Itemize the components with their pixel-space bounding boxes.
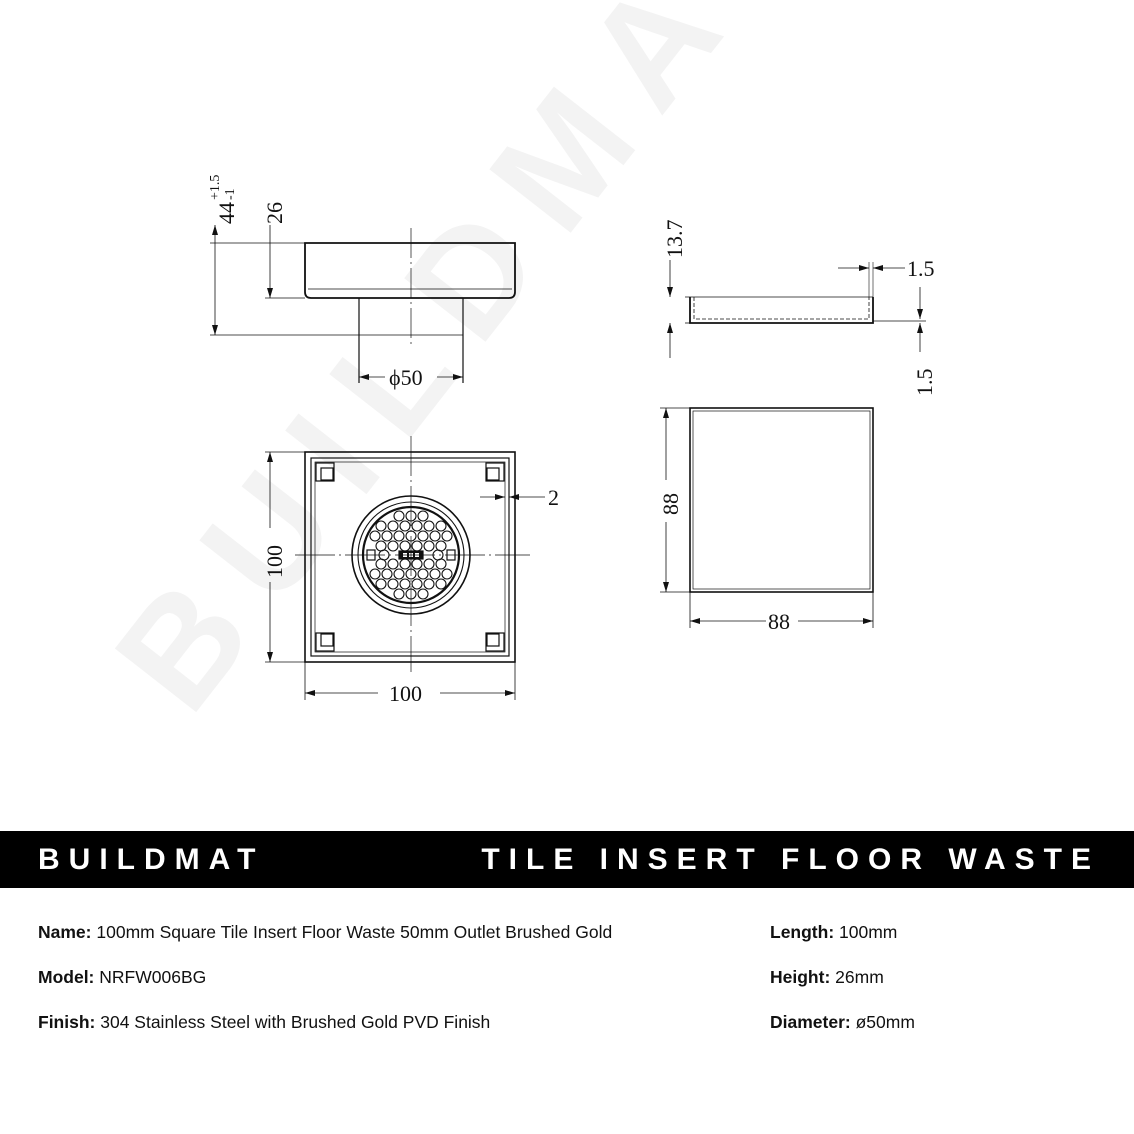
- svg-text:-1: -1: [223, 188, 238, 200]
- product-title: TILE INSERT FLOOR WASTE: [481, 843, 1100, 876]
- spec-label: Length:: [770, 922, 835, 942]
- spec-value: 26mm: [835, 967, 884, 987]
- svg-text:44: 44: [214, 202, 239, 224]
- technical-drawing: BUILDMAT: [83, 0, 937, 740]
- svg-text:+1.5: +1.5: [208, 175, 223, 200]
- spec-value: ø50mm: [855, 1012, 915, 1032]
- grate-holes: [369, 510, 453, 600]
- insert-plan-height-label: 88: [658, 493, 683, 515]
- top-view-gap-label: 2: [548, 485, 559, 510]
- side-view-body-height-label: 26: [262, 202, 287, 224]
- brand-name: BUILDMAT: [38, 843, 265, 876]
- spec-finish: Finish: 304 Stainless Steel with Brushed…: [38, 1012, 490, 1033]
- spec-value: 100mm: [839, 922, 898, 942]
- insert-wall-label: 1.5: [907, 256, 935, 281]
- spec-value: 304 Stainless Steel with Brushed Gold PV…: [100, 1012, 491, 1032]
- spec-label: Name:: [38, 922, 92, 942]
- spec-model: Model: NRFW006BG: [38, 967, 206, 988]
- top-view: [265, 436, 545, 700]
- spec-label: Height:: [770, 967, 831, 987]
- spec-label: Diameter:: [770, 1012, 851, 1032]
- spec-value: NRFW006BG: [99, 967, 207, 987]
- spec-label: Model:: [38, 967, 95, 987]
- outlet-diameter-label: ϕ50: [389, 365, 423, 390]
- watermark: BUILDMAT: [83, 0, 838, 740]
- spec-height: Height: 26mm: [770, 967, 884, 988]
- top-view-width-label: 100: [389, 681, 422, 706]
- insert-plan-width-label: 88: [768, 609, 790, 634]
- svg-text:BUILDMAT: BUILDMAT: [83, 0, 838, 740]
- spec-value: 100mm Square Tile Insert Floor Waste 50m…: [96, 922, 613, 942]
- insert-base-label: 1.5: [912, 369, 937, 397]
- title-banner: BUILDMAT TILE INSERT FLOOR WASTE: [0, 831, 1134, 888]
- spec-diameter: Diameter: ø50mm: [770, 1012, 915, 1033]
- top-view-height-label: 100: [262, 545, 287, 578]
- insert-section-view: [667, 260, 926, 358]
- side-view: [210, 225, 516, 383]
- spec-label: Finish:: [38, 1012, 96, 1032]
- insert-plan-view: [660, 407, 874, 628]
- side-view-overall-height-label: 44 +1.5 -1: [208, 175, 239, 224]
- spec-name: Name: 100mm Square Tile Insert Floor Was…: [38, 922, 612, 943]
- insert-depth-label: 13.7: [662, 220, 687, 259]
- spec-length: Length: 100mm: [770, 922, 897, 943]
